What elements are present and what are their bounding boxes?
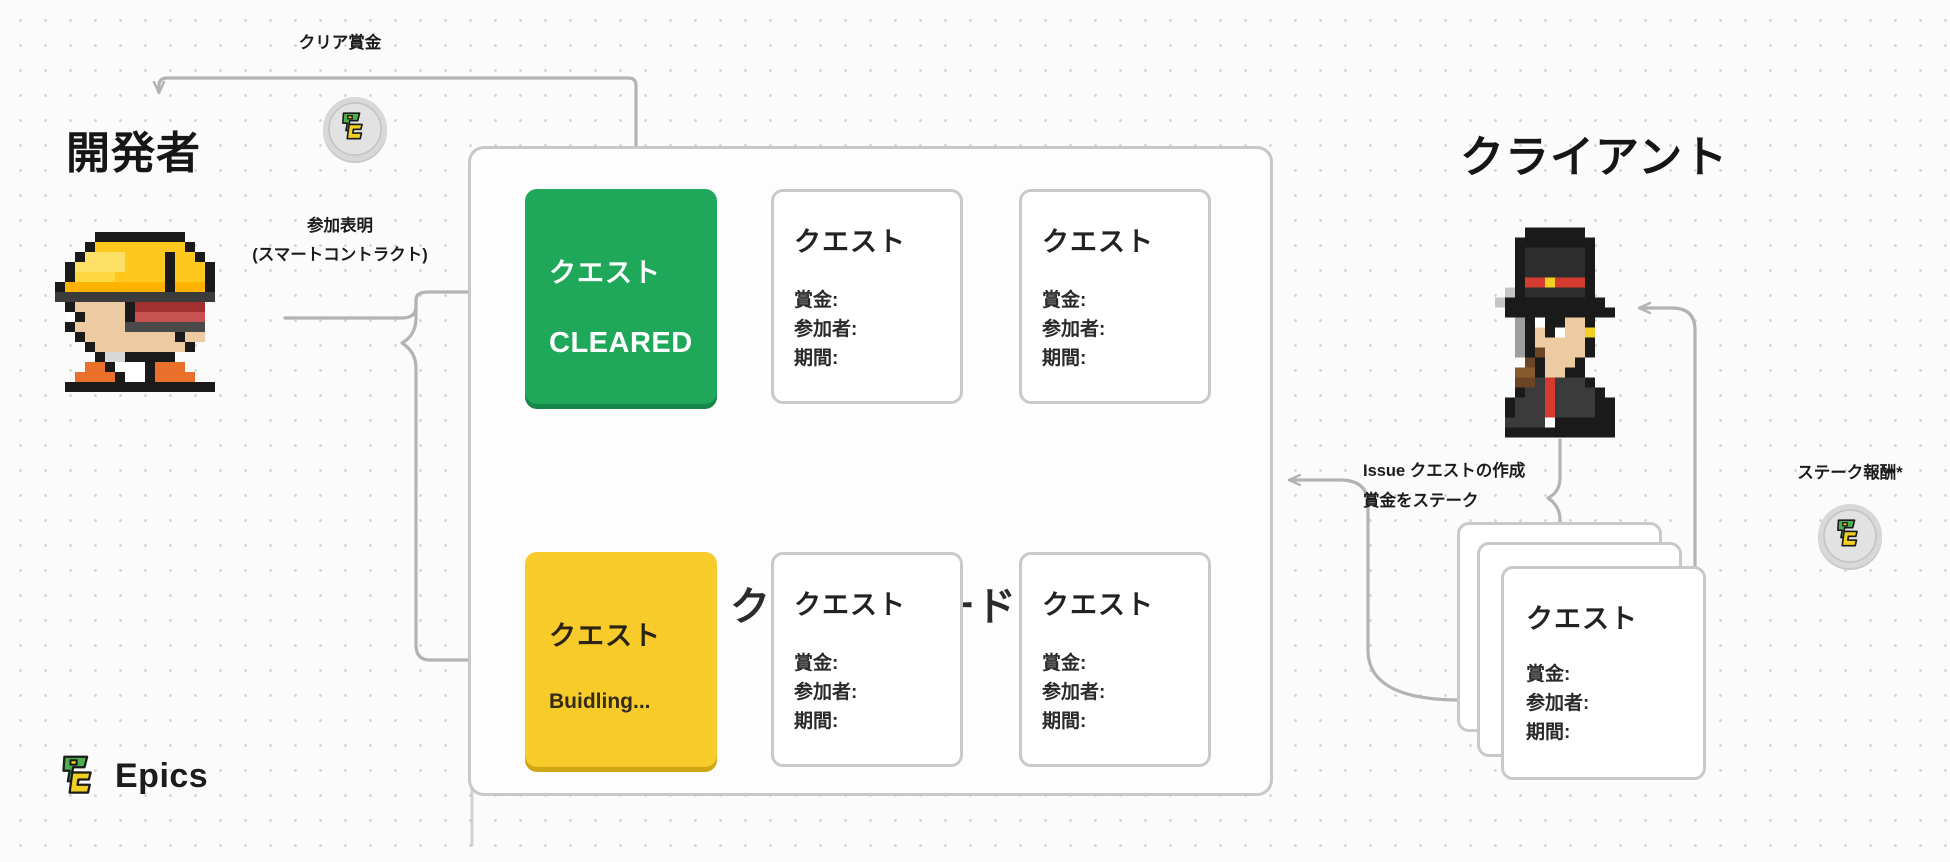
stack-card-heading: クエスト xyxy=(1526,604,1638,634)
quest-card-r2c2[interactable]: クエスト 賞金: 参加者: 期間: xyxy=(1019,552,1211,767)
quest-board-panel: クエストボード クエスト CLEARED クエスト 賞金: 参加者: 期間: ク… xyxy=(468,146,1273,796)
epics-logo-icon xyxy=(62,755,92,794)
quest-card-fields: 賞金: 参加者: 期間: xyxy=(1042,650,1105,737)
wire-participation-trunk xyxy=(283,298,418,320)
quest-card-r1c2[interactable]: クエスト 賞金: 参加者: 期間: xyxy=(1019,189,1211,404)
field-participants: 参加者: xyxy=(794,681,858,703)
epics-token-coin-client xyxy=(1818,504,1882,570)
label-stake-reward: ステーク報酬* xyxy=(1797,464,1903,482)
label-issue-create-line2: 賞金をステーク xyxy=(1363,492,1479,510)
client-pixel-avatar xyxy=(1495,227,1615,438)
label-participation-line1: 参加表明 xyxy=(307,217,373,235)
field-period: 期間: xyxy=(1042,347,1087,369)
field-period: 期間: xyxy=(1042,710,1087,732)
quest-card-r2c1[interactable]: クエスト 賞金: 参加者: 期間: xyxy=(771,552,963,767)
field-participants: 参加者: xyxy=(1526,692,1590,714)
field-bounty: 賞金: xyxy=(794,290,839,311)
brand-footer: Epics xyxy=(60,755,208,797)
field-period: 期間: xyxy=(794,710,839,732)
quest-tile-building-status: Buidling... xyxy=(549,690,651,713)
field-participants: 参加者: xyxy=(1042,318,1106,340)
field-bounty: 賞金: xyxy=(1042,653,1087,674)
field-period: 期間: xyxy=(1526,721,1571,743)
label-participation-line2: (スマートコントラクト) xyxy=(252,246,428,264)
quest-card-heading: クエスト xyxy=(794,227,906,257)
brand-name: Epics xyxy=(115,756,209,795)
stack-sheet-front[interactable]: クエスト 賞金: 参加者: 期間: xyxy=(1501,566,1706,780)
field-bounty: 賞金: xyxy=(1042,290,1087,311)
developer-title: 開発者 xyxy=(66,129,201,178)
developer-pixel-avatar xyxy=(55,232,215,392)
quest-tile-cleared-status: CLEARED xyxy=(549,327,693,359)
field-bounty: 賞金: xyxy=(1526,664,1571,685)
field-participants: 参加者: xyxy=(794,318,858,340)
client-quest-card-stack[interactable]: クエスト 賞金: 参加者: 期間: xyxy=(1457,522,1707,780)
stack-card-fields: 賞金: 参加者: 期間: xyxy=(1526,661,1589,748)
quest-tile-cleared[interactable]: クエスト CLEARED xyxy=(525,189,717,404)
field-participants: 参加者: xyxy=(1042,681,1106,703)
quest-card-fields: 賞金: 参加者: 期間: xyxy=(1042,287,1105,374)
label-clear-reward: クリア賞金 xyxy=(298,34,382,52)
quest-tile-cleared-heading: クエスト xyxy=(549,258,661,288)
field-bounty: 賞金: xyxy=(794,653,839,674)
quest-card-r1c1[interactable]: クエスト 賞金: 参加者: 期間: xyxy=(771,189,963,404)
quest-card-fields: 賞金: 参加者: 期間: xyxy=(794,287,857,374)
client-title: クライアント xyxy=(1460,133,1729,182)
wire-issue-create xyxy=(1290,480,1462,702)
quest-card-heading: クエスト xyxy=(794,590,906,620)
quest-tile-building[interactable]: クエスト Buidling... xyxy=(525,552,717,767)
quest-card-heading: クエスト xyxy=(1042,590,1154,620)
quest-card-heading: クエスト xyxy=(1042,227,1154,257)
quest-card-fields: 賞金: 参加者: 期間: xyxy=(794,650,857,737)
field-period: 期間: xyxy=(794,347,839,369)
quest-tile-building-heading: クエスト xyxy=(549,621,661,651)
label-issue-create-line1: Issue クエストの作成 xyxy=(1363,462,1526,480)
epics-token-coin-developer xyxy=(323,97,387,163)
